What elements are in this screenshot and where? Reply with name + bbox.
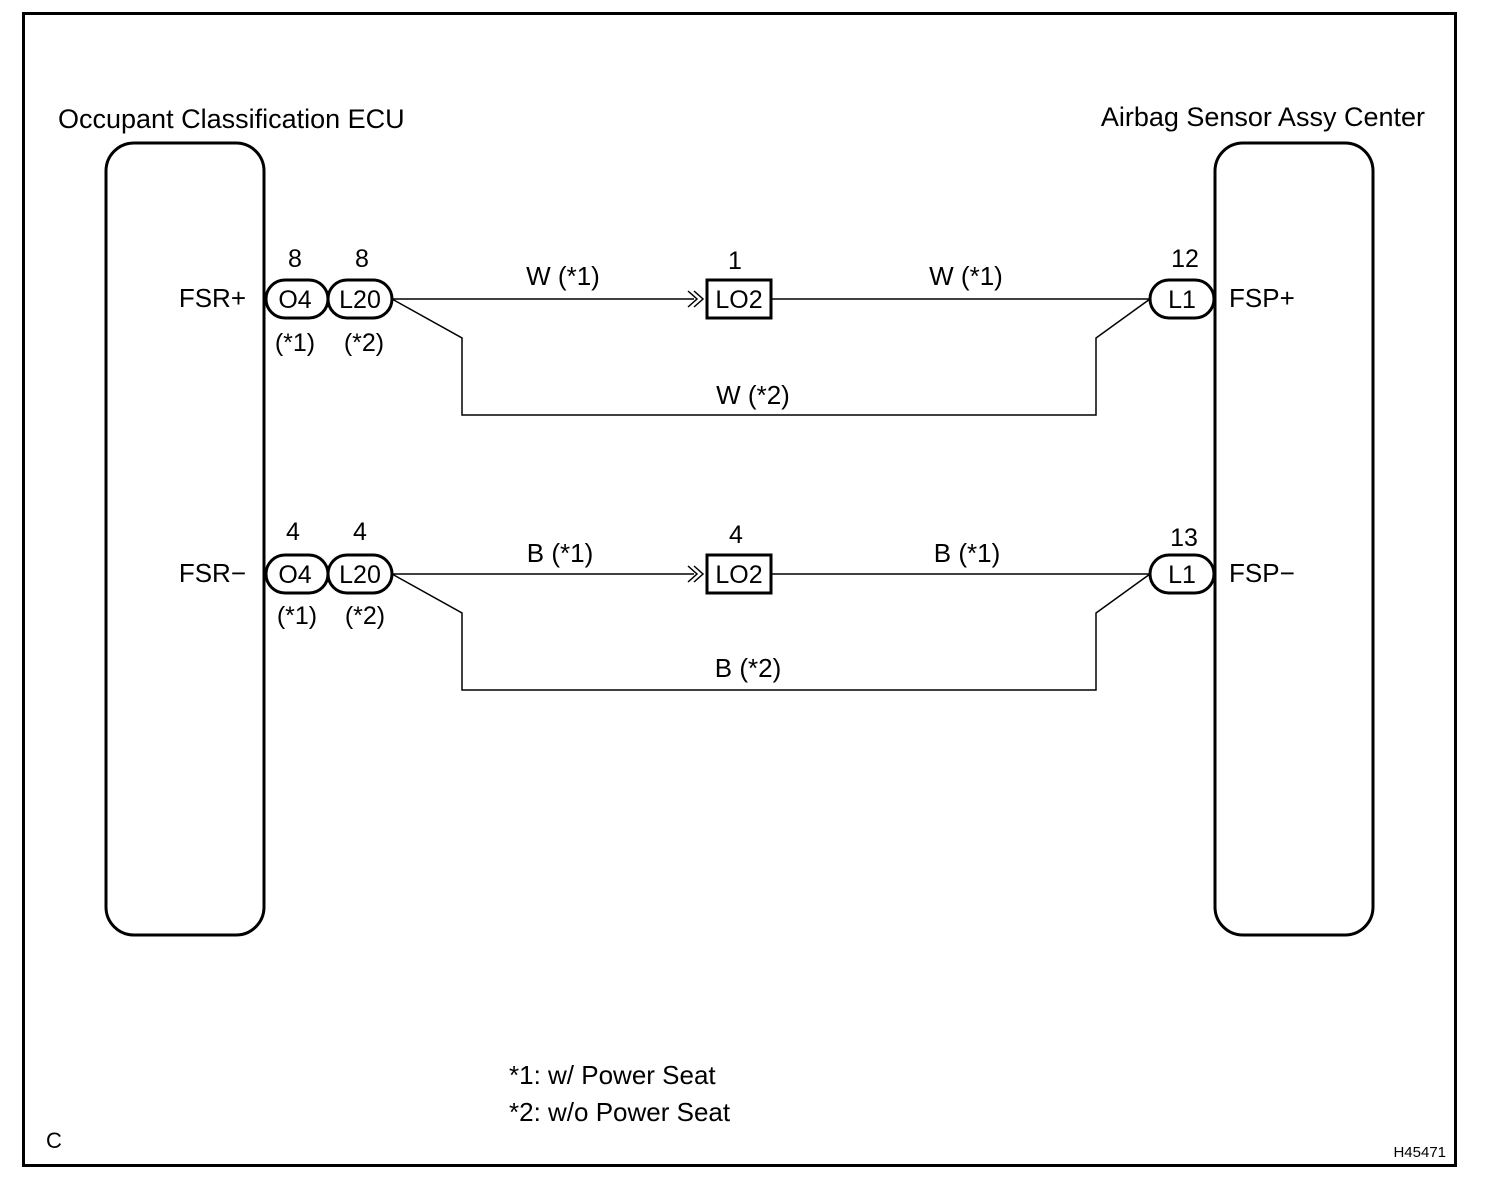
right-component-title: Airbag Sensor Assy Center: [1101, 102, 1425, 132]
left-component-title: Occupant Classification ECU: [58, 104, 405, 134]
junction-arrow-icon: [687, 565, 705, 583]
connector-l1-pin: 13: [1170, 524, 1198, 552]
figure-id: H45471: [1393, 1144, 1446, 1161]
connector-lo2-name: LO2: [715, 561, 762, 589]
circuit-minus: FSR− FSP− O4 4 (*1) L20 4 (*2) LO2 4 L1 …: [179, 518, 1295, 691]
wire-lower: [391, 298, 1151, 416]
terminal-fsr-plus: FSR+: [179, 283, 246, 313]
connector-o4-name: O4: [278, 561, 311, 589]
airbag-sensor-assy-center-box: [1213, 141, 1375, 937]
connector-l20-pin: 8: [355, 245, 369, 273]
wire-label-upper-left: B (*1): [527, 538, 593, 568]
connector-o4-note: (*1): [275, 329, 315, 357]
wire-label-upper-right: B (*1): [934, 538, 1000, 568]
wire-lower: [391, 573, 1151, 691]
note-1: *1: w/ Power Seat: [509, 1060, 716, 1090]
note-2: *2: w/o Power Seat: [509, 1097, 731, 1127]
diagram-frame: [22, 12, 1457, 1167]
connector-l20-name: L20: [339, 561, 381, 589]
connector-o4-pin: 8: [288, 245, 302, 273]
connector-lo2-name: LO2: [715, 286, 762, 314]
connector-l20-note: (*2): [345, 602, 385, 630]
circuit-plus: FSR+ FSP+ O4 8 (*1) L20 8 (*2) LO2 1 L1 …: [179, 245, 1295, 416]
connector-lo2-pin: 4: [729, 521, 743, 549]
wire-label-lower: W (*2): [716, 380, 790, 410]
occupant-classification-ecu-box: [104, 141, 266, 937]
connector-o4-pin: 4: [286, 518, 300, 546]
connector-l1-pin: 12: [1171, 245, 1199, 273]
connector-l20-pin: 4: [353, 518, 367, 546]
wire-label-upper-right: W (*1): [929, 261, 1003, 291]
connector-l20-note: (*2): [344, 329, 384, 357]
connector-l20-name: L20: [339, 286, 381, 314]
corner-label: C: [46, 1128, 62, 1153]
terminal-fsp-minus: FSP−: [1229, 558, 1295, 588]
junction-arrow-icon: [687, 290, 705, 308]
connector-o4-name: O4: [278, 286, 311, 314]
terminal-fsr-minus: FSR−: [179, 558, 246, 588]
connector-lo2-pin: 1: [728, 247, 742, 275]
connector-l1-name: L1: [1168, 561, 1196, 589]
connector-l1-name: L1: [1168, 286, 1196, 314]
connector-o4-note: (*1): [277, 602, 317, 630]
wire-label-upper-left: W (*1): [526, 261, 600, 291]
terminal-fsp-plus: FSP+: [1229, 283, 1295, 313]
wire-label-lower: B (*2): [715, 653, 781, 683]
